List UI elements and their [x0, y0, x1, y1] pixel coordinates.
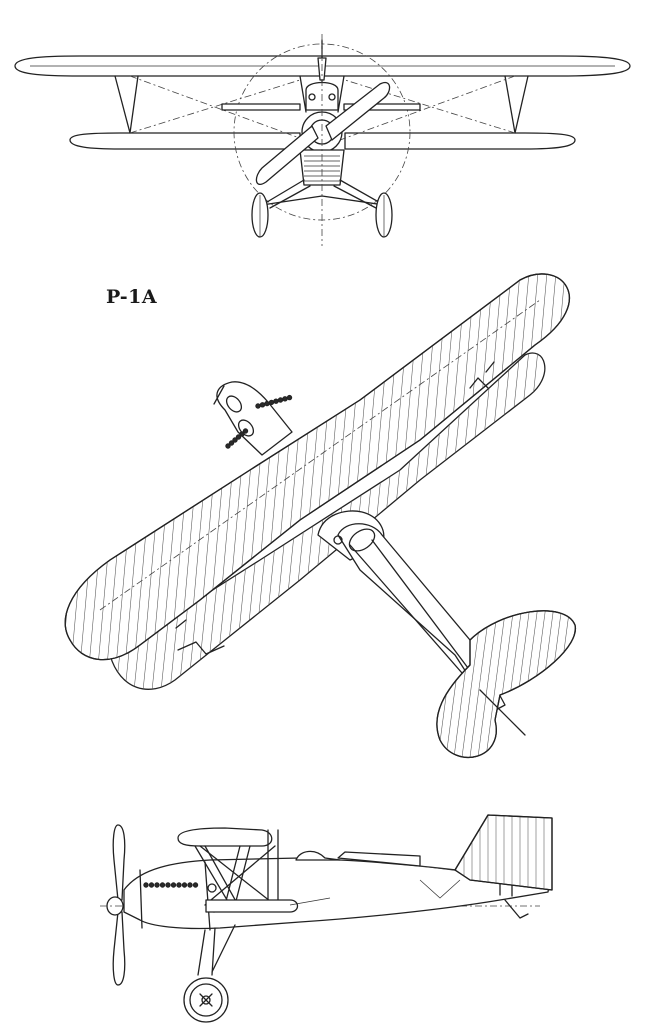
plan-view — [64, 273, 576, 759]
aircraft-designation-label: P-1A — [106, 286, 158, 308]
front-view — [14, 34, 631, 246]
side-view — [100, 814, 553, 1023]
